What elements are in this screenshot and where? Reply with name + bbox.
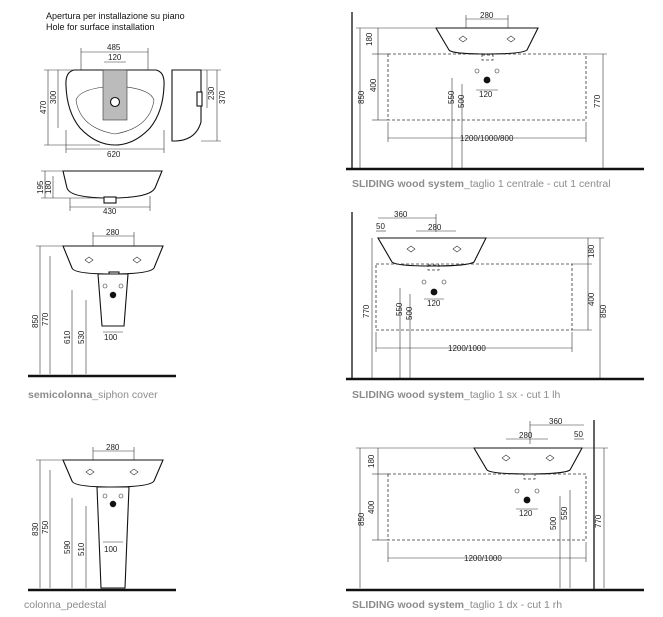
basin-right [473, 447, 583, 475]
caption-sliding-right: SLIDING wood system_taglio 1 dx - cut 1 … [352, 599, 562, 611]
dim-280-semi: 280 [106, 228, 120, 237]
caption-semicolonna: semicolonna_siphon cover [28, 389, 158, 401]
dim-230: 230 [207, 86, 216, 100]
dim-850-r: 850 [357, 512, 366, 526]
dim-400-l: 400 [587, 292, 596, 306]
drain-point-col [109, 500, 117, 508]
plan-view: 485 120 470 300 620 230 370 [39, 43, 227, 159]
dim-50-l: 50 [376, 222, 385, 231]
sliding-left-view: 360 50 280 120 770 550 500 180 400 850 1… [346, 210, 644, 401]
dim-770-r: 770 [594, 514, 603, 528]
dim-850-l: 850 [599, 304, 608, 318]
dim-180-l: 180 [587, 244, 596, 258]
siphon-cover [97, 273, 129, 327]
dim-770-semi: 770 [41, 312, 50, 326]
dim-400-r: 400 [367, 500, 376, 514]
sliding-central-view: 280 120 180 400 850 550 500 770 1200/100… [346, 11, 644, 190]
pedestal [96, 486, 130, 589]
dim-770-l: 770 [362, 304, 371, 318]
dim-610-semi: 610 [63, 330, 72, 344]
basin-side-view [171, 69, 202, 142]
dim-400-c: 400 [369, 78, 378, 92]
dim-500-r: 500 [549, 516, 558, 530]
basin-central [435, 27, 539, 55]
dim-width-r: 1200/1000 [464, 554, 502, 563]
drain-left [430, 288, 438, 296]
cabinet-right [387, 473, 587, 541]
hole-hatch [102, 69, 128, 121]
dim-180: 180 [44, 180, 53, 194]
caption-sliding-central: SLIDING wood system_taglio 1 centrale - … [352, 178, 611, 190]
dim-100-semi: 100 [104, 333, 118, 342]
dim-850-c: 850 [357, 90, 366, 104]
dim-370: 370 [218, 90, 227, 104]
header-line-1: Apertura per installazione su piano [46, 11, 185, 21]
dim-850-semi: 850 [31, 314, 40, 328]
cabinet-left [375, 263, 573, 331]
header-line-2: Hole for surface installation [46, 22, 155, 32]
basin-front-small [62, 170, 163, 199]
dim-120-l: 120 [427, 299, 441, 308]
dim-485: 485 [107, 43, 121, 52]
dim-770-c: 770 [593, 94, 602, 108]
drain-point [109, 291, 117, 299]
dim-280-r: 280 [519, 431, 533, 440]
dim-360-r: 360 [549, 417, 563, 426]
dim-500-c: 500 [457, 94, 466, 108]
dim-750-col: 750 [41, 520, 50, 534]
dim-180-r: 180 [367, 454, 376, 468]
dim-280-col: 280 [106, 443, 120, 452]
drain-icon [109, 96, 121, 108]
colonna-view: 280 100 830 750 590 510 colonna_pedestal [24, 443, 176, 611]
basin-semi [62, 245, 164, 275]
dim-500-l: 500 [405, 306, 414, 320]
dim-100-col: 100 [104, 545, 118, 554]
drain-right [523, 496, 531, 504]
dim-300: 300 [49, 90, 58, 104]
dim-530-semi: 530 [77, 330, 86, 344]
dim-510-col: 510 [77, 542, 86, 556]
dim-590-col: 590 [63, 540, 72, 554]
dim-120-c: 120 [479, 90, 493, 99]
dim-360-l: 360 [394, 210, 408, 219]
dim-120-r: 120 [519, 509, 533, 518]
dim-120-plan: 120 [108, 53, 122, 62]
caption-colonna: colonna_pedestal [24, 599, 106, 611]
caption-sliding-left: SLIDING wood system_taglio 1 sx - cut 1 … [352, 389, 560, 401]
dim-550-r: 550 [560, 506, 569, 520]
dim-620: 620 [107, 150, 121, 159]
dim-430: 430 [103, 207, 117, 216]
semicolonna-view: 280 100 850 770 610 530 semicolonna_siph… [28, 228, 176, 401]
dim-550-l: 550 [395, 302, 404, 316]
basin-left [377, 237, 487, 267]
dim-280-c: 280 [480, 11, 494, 20]
cabinet-central [387, 53, 587, 121]
dim-470: 470 [39, 100, 48, 114]
drain-central [483, 76, 491, 84]
dim-width-c: 1200/1000/800 [460, 134, 514, 143]
front-view-small: 195 180 430 [36, 170, 163, 216]
dim-280-l: 280 [428, 223, 442, 232]
dim-550-c: 550 [447, 90, 456, 104]
basin-col [62, 459, 164, 488]
dim-width-l: 1200/1000 [448, 344, 486, 353]
dim-180-c: 180 [365, 32, 374, 46]
dim-50-r: 50 [574, 430, 583, 439]
dim-195: 195 [36, 180, 45, 194]
dim-830-col: 830 [31, 522, 40, 536]
sliding-right-view: 360 280 50 120 180 400 850 500 550 770 [346, 417, 644, 611]
